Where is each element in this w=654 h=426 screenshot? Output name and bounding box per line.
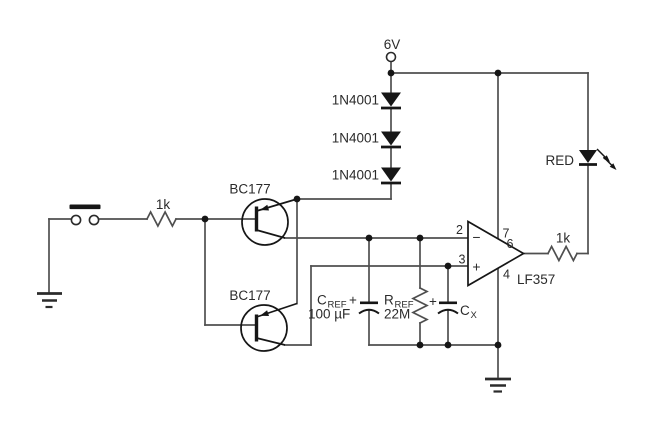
opamp-part-label: LF357 [517, 272, 555, 287]
cx-polarity: + [429, 294, 437, 309]
capacitor-cref [358, 301, 380, 315]
resistor-zigzag-input [145, 210, 178, 228]
diode-label: 1N4001 [332, 168, 379, 183]
opamp-noninverting-sign: + [472, 259, 480, 275]
supply-label: 6V [384, 37, 401, 52]
cref-value: 100 µF [308, 307, 350, 322]
pushbutton-cap [69, 204, 101, 210]
junction-dot [387, 69, 395, 77]
capacitor-cx [437, 301, 459, 315]
rref-value: 22M [384, 307, 410, 322]
cx-subscript: X [471, 310, 478, 321]
junction-dot [293, 195, 301, 203]
cref-name: C [317, 293, 327, 308]
pushbutton-contact-left [70, 214, 82, 226]
ground-symbol-left [37, 292, 62, 309]
led-red [579, 148, 617, 170]
resistor-zigzag-rref [411, 286, 429, 325]
transistor-q1 [241, 198, 298, 246]
transistor-emitter-arrow [260, 310, 269, 316]
transistor-q2 [240, 302, 298, 352]
junction-dot [201, 215, 209, 223]
transistor-collector [256, 337, 286, 346]
led-emission-arrow [602, 156, 614, 168]
diode-triangle [381, 167, 401, 182]
transistor-body [241, 198, 289, 246]
pushbutton-contact-right [88, 214, 100, 226]
rref-name: R [384, 293, 394, 308]
capacitor-plate-bottom [437, 308, 459, 315]
diode-d3 [381, 167, 401, 185]
diode-label: 1N4001 [332, 93, 379, 108]
junction-dot [444, 262, 452, 270]
cx-name: C [460, 303, 470, 318]
wire-segments [48, 60, 589, 378]
transistor-q1-label: BC177 [229, 182, 270, 197]
diode-label: 1N4001 [332, 131, 379, 146]
junction-dots [201, 69, 502, 349]
opamp-triangle [467, 220, 526, 287]
led-triangle [579, 150, 597, 163]
rref-subscript: REF [395, 300, 414, 311]
opamp-inverting-sign: − [472, 229, 480, 245]
led-emission-arrowhead [603, 155, 610, 162]
led-emission-arrowhead [609, 163, 617, 170]
junction-dot [365, 234, 373, 242]
pushbutton-switch [69, 204, 101, 226]
supply-terminal [385, 51, 397, 63]
junction-dot [494, 341, 502, 349]
opamp-pin2-label: 2 [456, 223, 463, 237]
opamp-pin4-label: 4 [503, 268, 510, 282]
junction-dot [444, 341, 452, 349]
resistor-zigzag-output [546, 244, 579, 263]
transistor-emitter-arrow [260, 204, 269, 211]
diode-d1 [381, 92, 401, 110]
opamp-pin6-label: 6 [507, 237, 514, 251]
capacitor-plate-bottom [358, 308, 380, 315]
transistor-q2-label: BC177 [229, 288, 270, 303]
led-label: RED [545, 153, 574, 168]
opamp-pin7-label: 7 [503, 227, 510, 241]
junction-dot [416, 234, 424, 242]
transistor-collector [256, 229, 286, 239]
junction-dot [494, 69, 502, 77]
diode-triangle [381, 92, 401, 107]
cref-polarity: + [349, 293, 357, 308]
cref-subscript: REF [328, 300, 347, 311]
resistor-input-label: 1k [156, 197, 171, 212]
opamp-pin3-label: 3 [459, 253, 466, 267]
led-emission-arrow [596, 148, 608, 160]
resistor-output-label: 1k [556, 231, 571, 246]
diode-d2 [381, 131, 401, 149]
junction-dot [416, 341, 424, 349]
diode-triangle [381, 131, 401, 146]
ground-symbol-right [485, 377, 511, 393]
transistor-body [240, 304, 288, 352]
